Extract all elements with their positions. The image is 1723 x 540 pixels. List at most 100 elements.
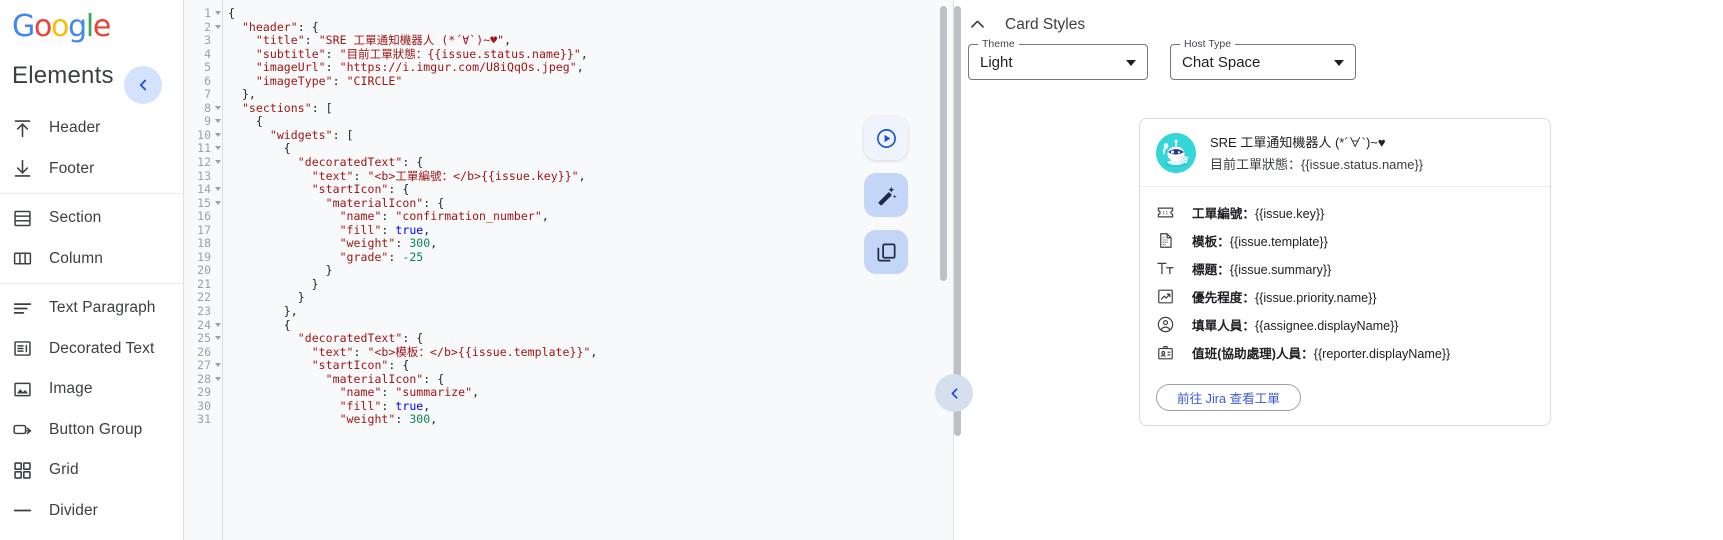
preview-panel-collapse-button[interactable] xyxy=(935,374,973,412)
editor-line[interactable]: { xyxy=(228,317,291,332)
sidebar-item-button-group[interactable]: Button Group xyxy=(0,410,183,451)
logo-letter: G xyxy=(12,9,35,44)
editor-line[interactable]: "imageType": "CIRCLE" xyxy=(255,73,403,88)
fold-toggle-icon[interactable] xyxy=(215,105,221,110)
play-circle-icon xyxy=(876,128,896,148)
card-styles-controls: Theme Light Host Type Chat Space xyxy=(968,38,1356,80)
editor-line[interactable]: "text": "<b>工單編號：</b>{{issue.key}}", xyxy=(311,168,586,183)
editor-line[interactable]: "decoratedText": { xyxy=(297,331,424,346)
card-row-label: 填單人員： xyxy=(1192,318,1255,333)
card-row-text: 工單編號：{{issue.key}} xyxy=(1192,203,1324,222)
card-row-label: 值班(協助處理)人員： xyxy=(1192,346,1314,361)
editor-line[interactable]: "fill": true, xyxy=(339,222,431,237)
card-styles-section-header[interactable]: Card Styles xyxy=(968,15,1085,34)
sidebar-item-footer[interactable]: Footer xyxy=(0,149,183,190)
sidebar-item-image[interactable]: Image xyxy=(0,369,183,410)
editor-line[interactable]: "weight": 300, xyxy=(339,236,438,251)
host-type-select-value: Chat Space xyxy=(1182,53,1261,71)
sidebar-item-text-paragraph[interactable]: Text Paragraph xyxy=(0,288,183,329)
fold-toggle-icon[interactable] xyxy=(215,11,221,15)
logo-letter: e xyxy=(92,9,111,44)
editor-line-number: 1 xyxy=(184,6,222,21)
sidebar-item-section[interactable]: Section xyxy=(0,198,183,239)
fold-toggle-icon[interactable] xyxy=(215,24,221,29)
editor-line-number: 20 xyxy=(197,263,211,278)
fold-toggle-icon[interactable] xyxy=(215,376,221,381)
logo-letter: o xyxy=(51,9,69,44)
sidebar-item-label: Footer xyxy=(49,159,95,177)
editor-line[interactable]: } xyxy=(228,276,319,291)
goto-jira-button[interactable]: 前往 Jira 查看工單 xyxy=(1156,384,1301,411)
fold-toggle-icon[interactable] xyxy=(215,363,221,368)
card-row-value: {{issue.summary}} xyxy=(1229,262,1332,277)
editor-line[interactable]: "header": { xyxy=(241,19,319,34)
host-type-select[interactable]: Host Type Chat Space xyxy=(1170,38,1356,80)
editor-scrollbar-thumb[interactable] xyxy=(940,6,947,281)
elements-heading: Elements xyxy=(12,62,114,89)
fold-toggle-icon[interactable] xyxy=(215,132,221,137)
card-footer: 前往 Jira 查看工單 xyxy=(1140,374,1550,425)
chevron-left-icon xyxy=(951,387,957,399)
card-header: SRE 工單通知機器人 (*´∀`)~♥ 目前工單狀態：{{issue.stat… xyxy=(1140,119,1550,187)
editor-line[interactable]: }, xyxy=(228,87,256,102)
sidebar-item-label: Text Paragraph xyxy=(49,299,156,317)
confirmation-number-icon xyxy=(1156,203,1175,222)
editor-line[interactable]: "materialIcon": { xyxy=(325,195,445,210)
editor-code-content[interactable]: { "header": { "title": "SRE 工單通知機器人 (*´∀… xyxy=(223,0,953,427)
editor-line-number: 18 xyxy=(197,236,211,251)
editor-line[interactable]: "text": "<b>模板：</b>{{issue.template}}", xyxy=(311,344,598,359)
editor-line[interactable]: { xyxy=(228,141,291,156)
editor-line[interactable]: "grade": -25 xyxy=(339,249,424,264)
editor-line[interactable]: }, xyxy=(228,304,298,319)
fold-toggle-icon[interactable] xyxy=(215,160,221,165)
preview-scrollbar-thumb[interactable] xyxy=(954,6,961,436)
editor-line[interactable]: "weight": 300, xyxy=(339,412,438,427)
editor-line[interactable]: "decoratedText": { xyxy=(297,155,424,170)
editor-line[interactable]: "widgets": [ xyxy=(269,127,354,142)
fold-toggle-icon[interactable] xyxy=(215,119,221,124)
copy-icon xyxy=(876,242,896,262)
copy-json-button[interactable] xyxy=(864,230,908,274)
editor-scrollbar-track[interactable] xyxy=(940,0,950,540)
editor-line[interactable]: "sections": [ xyxy=(241,100,333,115)
host-type-select-label: Host Type xyxy=(1180,38,1236,50)
fold-toggle-icon[interactable] xyxy=(215,200,221,205)
sidebar-item-divider[interactable]: Divider xyxy=(0,491,183,532)
fold-toggle-icon[interactable] xyxy=(215,146,221,151)
fold-toggle-icon[interactable] xyxy=(215,336,221,341)
editor-line[interactable]: "startIcon": { xyxy=(311,182,410,197)
ai-generate-button[interactable] xyxy=(864,173,908,217)
card-row-label: 模板： xyxy=(1192,234,1230,249)
editor-line[interactable]: } xyxy=(228,263,333,278)
editor-line[interactable]: "startIcon": { xyxy=(311,358,410,373)
editor-line[interactable]: "name": "summarize", xyxy=(339,385,480,400)
card-styles-title: Card Styles xyxy=(1005,15,1086,33)
editor-line[interactable]: "subtitle": "目前工單狀態：{{issue.status.name}… xyxy=(255,46,588,61)
fold-toggle-icon[interactable] xyxy=(215,322,221,327)
editor-line[interactable]: "materialIcon": { xyxy=(325,371,445,386)
sidebar-item-label: Grid xyxy=(49,461,79,479)
editor-line[interactable]: { xyxy=(228,114,263,129)
editor-line[interactable]: } xyxy=(228,290,305,305)
sidebar-item-decorated-text[interactable]: Decorated Text xyxy=(0,329,183,370)
card-row-value: {{issue.key}} xyxy=(1254,206,1325,221)
editor-line[interactable]: "imageUrl": "https://i.imgur.com/U8iQqOs… xyxy=(255,60,584,75)
editor-line-number: 28 xyxy=(184,372,222,387)
run-preview-button[interactable] xyxy=(864,116,908,160)
editor-code-area[interactable]: { "header": { "title": "SRE 工單通知機器人 (*´∀… xyxy=(222,0,953,540)
theme-select[interactable]: Theme Light xyxy=(968,38,1148,80)
editor-line[interactable]: "fill": true, xyxy=(339,398,431,413)
editor-line[interactable]: { xyxy=(228,6,235,20)
sidebar-collapse-button[interactable] xyxy=(124,66,162,104)
chevron-left-icon xyxy=(139,79,147,91)
summarize-icon xyxy=(1156,231,1175,250)
sidebar-item-column[interactable]: Column xyxy=(0,239,183,280)
editor-line[interactable]: "title": "SRE 工單通知機器人 (*´∀`)~♥", xyxy=(255,33,512,48)
editor-line[interactable]: "name": "confirmation_number", xyxy=(339,209,549,224)
fold-toggle-icon[interactable] xyxy=(215,187,221,192)
sidebar-item-header[interactable]: Header xyxy=(0,108,183,149)
sidebar-item-grid[interactable]: Grid xyxy=(0,450,183,491)
sidebar-item-label: Column xyxy=(49,249,104,267)
card-row-text: 模板：{{issue.template}} xyxy=(1192,231,1328,250)
